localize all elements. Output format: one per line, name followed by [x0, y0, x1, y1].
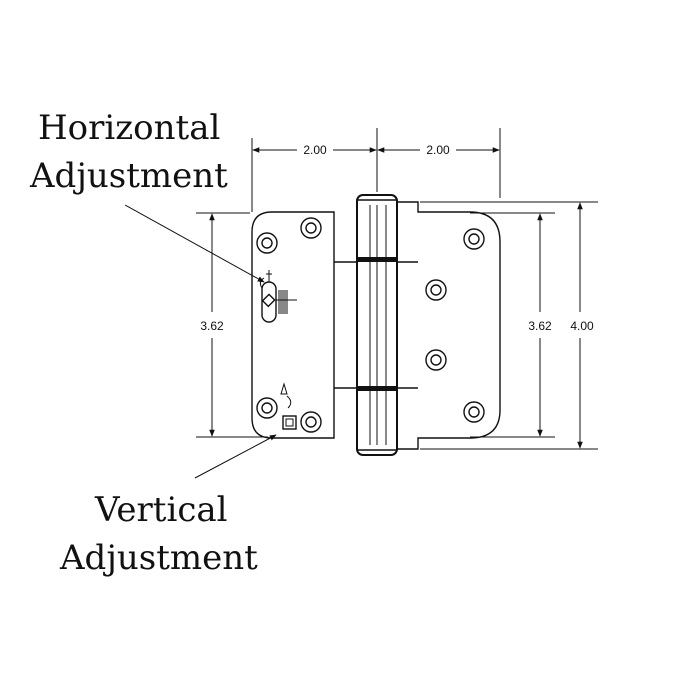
left-hinge-leaf — [251, 211, 358, 439]
right-height-dimension-lines — [420, 201, 598, 450]
horizontal-adjustment-mechanism — [259, 270, 297, 323]
left-width-dimension: 2.00 — [303, 143, 327, 157]
top-dimension-lines — [251, 128, 501, 212]
left-height-dimension-lines — [196, 212, 268, 438]
horizontal-adjustment-leader — [124, 204, 265, 283]
screw-hole — [256, 397, 278, 419]
right-outer-height-dimension: 4.00 — [570, 319, 594, 333]
vertical-adjustment-label-line1: Vertical — [95, 490, 228, 530]
screw-hole — [425, 279, 447, 301]
right-hinge-leaf — [397, 201, 501, 450]
horizontal-adjustment-label-line2: Adjustment — [30, 156, 228, 196]
vertical-adjustment-leader — [194, 434, 277, 479]
horizontal-adjustment-label-line1: Horizontal — [38, 108, 221, 148]
screw-hole — [256, 232, 278, 254]
screw-hole — [463, 228, 485, 250]
screw-hole — [300, 411, 322, 433]
vertical-adjustment-label-line2: Adjustment — [60, 538, 258, 578]
screw-hole — [300, 217, 322, 239]
hinge-barrel — [356, 194, 398, 456]
right-width-dimension: 2.00 — [426, 143, 450, 157]
right-inner-height-dimension: 3.62 — [528, 319, 552, 333]
vertical-adjustment-mechanism — [280, 382, 297, 430]
screw-hole — [463, 401, 485, 423]
left-height-dimension: 3.62 — [200, 319, 224, 333]
screw-hole — [425, 349, 447, 371]
